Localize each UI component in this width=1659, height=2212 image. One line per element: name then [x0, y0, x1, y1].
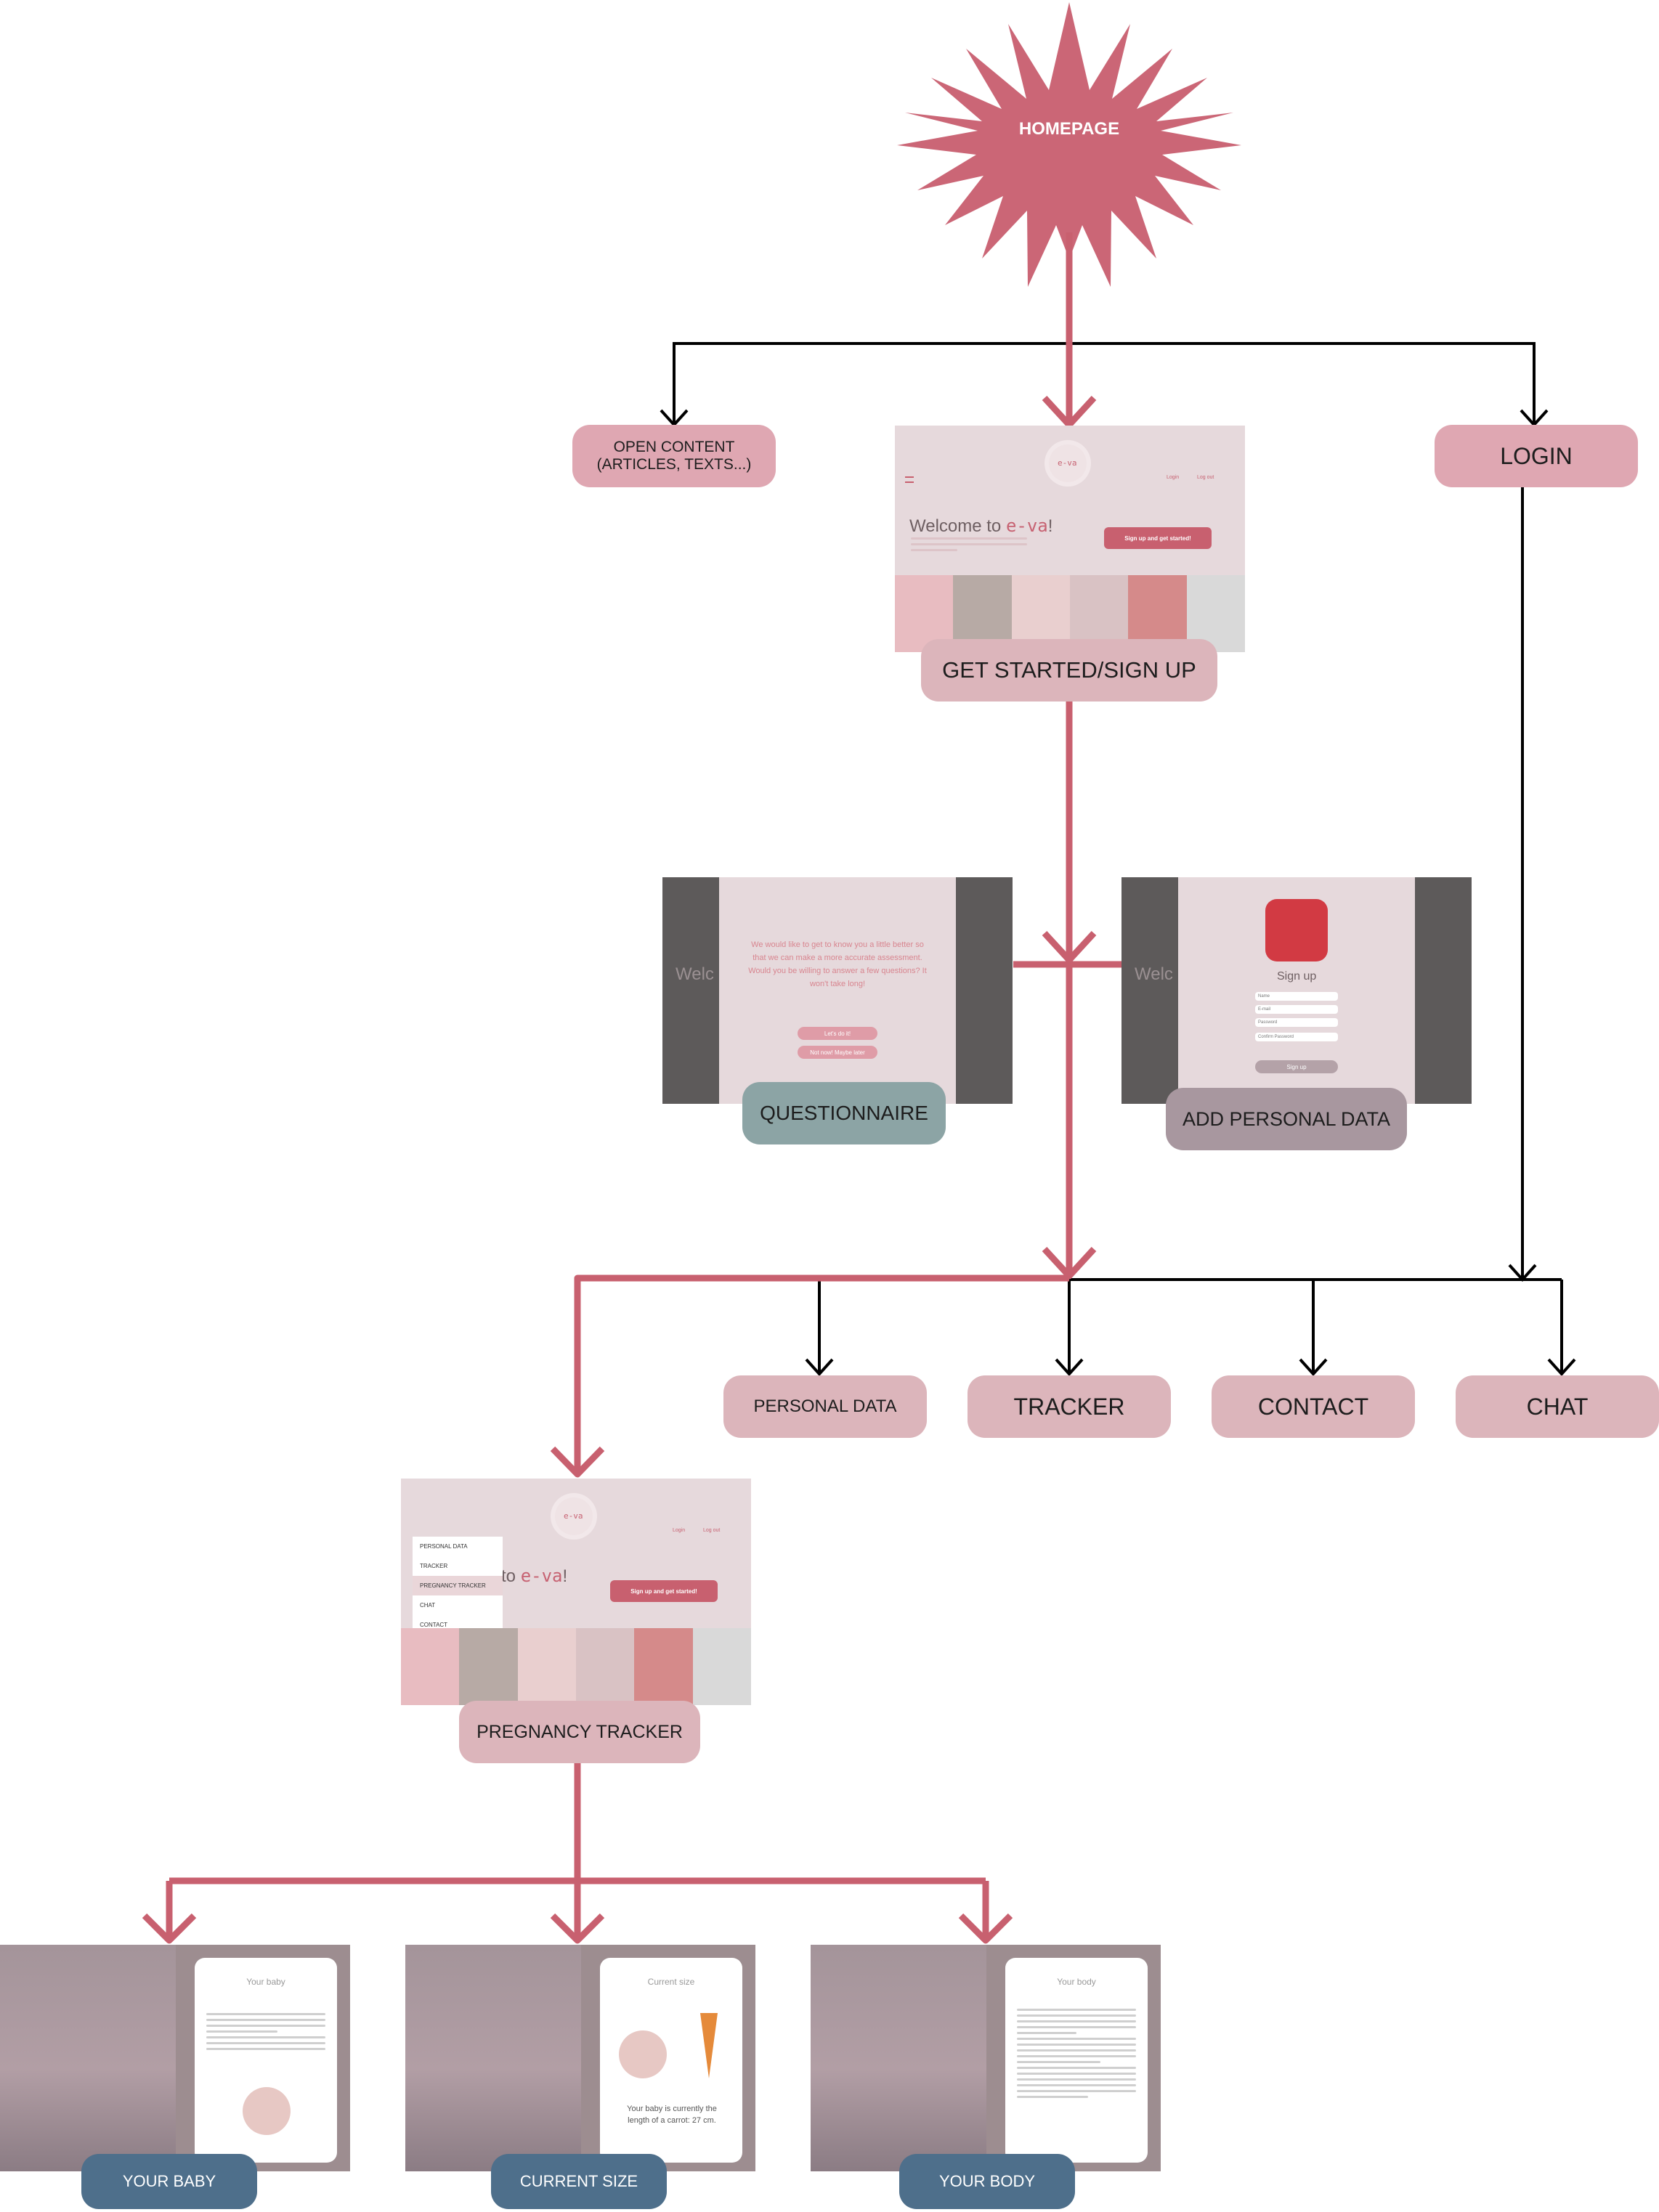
- node-questionnaire[interactable]: QUESTIONNAIRE: [742, 1082, 946, 1144]
- tracker-welcome-heading: to e-va!: [501, 1566, 567, 1587]
- questionnaire-text: We would like to get to know you a littl…: [748, 940, 927, 988]
- flow-to-pregnancy: [574, 1274, 1069, 1474]
- carrot-icon: [700, 2013, 718, 2078]
- connector-login: [1069, 342, 1536, 425]
- questionnaire-no-button[interactable]: Not now! Maybe later: [798, 1046, 877, 1059]
- confirm-password-field[interactable]: Confirm Password: [1255, 1033, 1338, 1041]
- questionnaire-thumbnail[interactable]: Welc We would like to get to know you a …: [662, 877, 1013, 1104]
- tracker-heading-suffix: !: [562, 1566, 568, 1586]
- signup-submit-button[interactable]: Sign up: [1255, 1060, 1338, 1073]
- name-field[interactable]: Name: [1255, 992, 1338, 1001]
- logo-badge: [1049, 444, 1087, 482]
- logout-link[interactable]: Log out: [1197, 475, 1214, 480]
- node-personal-data[interactable]: PERSONAL DATA: [723, 1375, 927, 1438]
- signup-avatar: [1265, 899, 1328, 961]
- node-add-personal-data[interactable]: ADD PERSONAL DATA: [1166, 1088, 1407, 1150]
- node-get-started[interactable]: GET STARTED/SIGN UP: [921, 639, 1217, 702]
- node-your-baby[interactable]: YOUR BABY: [81, 2154, 257, 2209]
- menu-item-tracker[interactable]: TRACKER: [420, 1563, 448, 1569]
- welcome-suffix: !: [1047, 516, 1053, 536]
- your-baby-text: [206, 2013, 325, 2054]
- node-login[interactable]: LOGIN: [1435, 425, 1638, 487]
- welcome-prefix: Welcome to: [909, 516, 1006, 536]
- node-tracker[interactable]: TRACKER: [968, 1375, 1171, 1438]
- hamburger-icon: [905, 476, 914, 483]
- signup-bg-word: Welc: [1135, 964, 1173, 984]
- welcome-screen-thumbnail[interactable]: e-va Login Log out Welcome to e-va! Sign…: [895, 426, 1245, 652]
- logo-text: e-va: [1058, 458, 1077, 468]
- node-open-content[interactable]: OPEN CONTENT (ARTICLES, TEXTS...): [572, 425, 776, 487]
- node-chat[interactable]: CHAT: [1456, 1375, 1659, 1438]
- questionnaire-yes-button[interactable]: Let's do it!: [798, 1027, 877, 1040]
- node-current-size[interactable]: CURRENT SIZE: [491, 2154, 667, 2209]
- connector-open-content: [673, 342, 1069, 425]
- signup-thumbnail[interactable]: Welc Sign up Name E-mail Password Confir…: [1121, 877, 1472, 1104]
- tracker-cta-button[interactable]: Sign up and get started!: [610, 1580, 718, 1602]
- tracker-heading-fragment: to: [501, 1566, 521, 1586]
- tracker-brand: e-va: [520, 1566, 563, 1586]
- menu-item-pregnancy-tracker[interactable]: PREGNANCY TRACKER: [413, 1576, 503, 1595]
- your-body-card: Your body: [1005, 1958, 1148, 2163]
- pregnant-woman-image-3: [811, 1945, 986, 2171]
- node-contact[interactable]: CONTACT: [1212, 1375, 1415, 1438]
- menu-item-personal-data[interactable]: PERSONAL DATA: [420, 1543, 468, 1550]
- current-size-caption: Your baby is currently the length of a c…: [627, 2105, 717, 2125]
- questionnaire-bg-word: Welc: [676, 964, 714, 984]
- menu-item-contact[interactable]: CONTACT: [420, 1622, 448, 1628]
- menu-item-chat[interactable]: CHAT: [420, 1602, 436, 1609]
- signup-modal: Sign up Name E-mail Password Confirm Pas…: [1178, 877, 1415, 1104]
- current-size-thumbnail[interactable]: Current size Your baby is currently the …: [405, 1945, 755, 2171]
- current-size-card: Current size Your baby is currently the …: [600, 1958, 742, 2163]
- pregnant-woman-image-2: [405, 1945, 581, 2171]
- tracker-login-link[interactable]: Login: [673, 1528, 686, 1533]
- signup-title: Sign up: [1277, 970, 1317, 983]
- your-body-thumbnail[interactable]: Your body: [811, 1945, 1161, 2171]
- fetus-icon-2: [619, 2030, 667, 2078]
- password-field[interactable]: Password: [1255, 1018, 1338, 1027]
- your-body-title: Your body: [1057, 1977, 1096, 1987]
- login-link[interactable]: Login: [1167, 475, 1180, 480]
- tracker-logout-link[interactable]: Log out: [703, 1528, 721, 1533]
- open-content-line1: OPEN CONTENT: [613, 439, 735, 455]
- homepage-starburst[interactable]: [897, 2, 1241, 287]
- your-baby-thumbnail[interactable]: Your baby: [0, 1945, 350, 2171]
- nav-dropdown-menu: PERSONAL DATA TRACKER PREGNANCY TRACKER …: [413, 1537, 503, 1635]
- tracker-logo-badge: [555, 1497, 593, 1535]
- homepage-label: HOMEPAGE: [1018, 119, 1120, 139]
- pregnancy-menu-thumbnail[interactable]: e-va Login Log out to e-va! Sign up and …: [401, 1479, 751, 1705]
- welcome-brand: e-va: [1005, 516, 1048, 536]
- open-content-line2: (ARTICLES, TEXTS...): [596, 456, 752, 473]
- fetus-icon: [243, 2087, 291, 2135]
- welcome-intro-text: [911, 537, 1027, 555]
- current-size-title: Current size: [647, 1977, 695, 1987]
- questionnaire-modal: We would like to get to know you a littl…: [719, 877, 956, 1104]
- email-field[interactable]: E-mail: [1255, 1005, 1338, 1014]
- your-baby-card: Your baby: [195, 1958, 337, 2163]
- node-your-body[interactable]: YOUR BODY: [899, 2154, 1075, 2209]
- welcome-heading: Welcome to e-va!: [909, 516, 1052, 537]
- node-pregnancy-tracker[interactable]: PREGNANCY TRACKER: [459, 1701, 700, 1763]
- your-body-text: [1017, 2009, 1136, 2102]
- tracker-logo-text: e-va: [564, 1511, 583, 1521]
- your-baby-title: Your baby: [246, 1977, 285, 1987]
- pregnant-woman-image: [0, 1945, 176, 2171]
- tracker-image-strip: [401, 1628, 751, 1705]
- signup-cta-button[interactable]: Sign up and get started!: [1104, 527, 1212, 549]
